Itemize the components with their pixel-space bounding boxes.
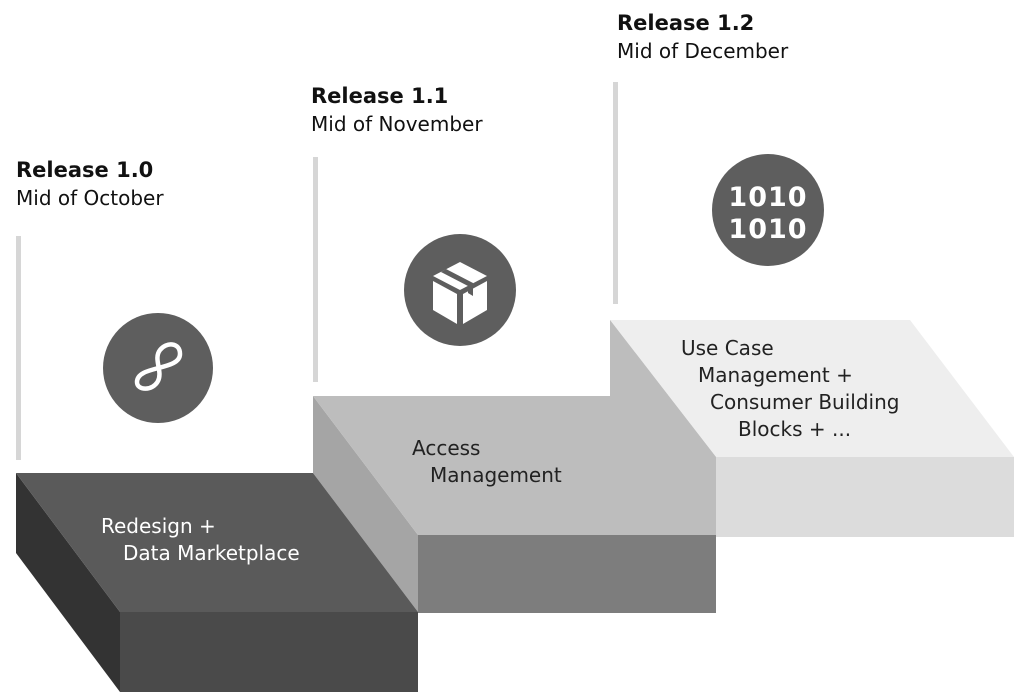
release-1-2-label-line-3: Consumer Building <box>710 390 899 414</box>
release-1-0-divider <box>16 236 21 460</box>
release-1-1-step-front <box>418 535 716 613</box>
release-1-2-date: Mid of December <box>617 39 789 63</box>
release-1-2-step-front <box>716 457 1014 537</box>
release-1-1-step-side <box>313 396 418 612</box>
release-1-2-title: Release 1.2 <box>617 11 754 35</box>
release-1-2-label-line-1: Use Case <box>681 336 774 360</box>
release-1-0-step-front <box>120 612 418 692</box>
release-1-2-label-line-2: Management + <box>698 363 853 387</box>
release-1-1-label-line-2: Management <box>430 463 562 487</box>
release-1-0-step-top <box>16 473 418 612</box>
release-1-2-divider <box>613 82 618 304</box>
binary-data-icon: 1010 1010 <box>712 154 824 266</box>
release-1-0-label-line-1: Redesign + <box>101 514 216 538</box>
release-1-0-label-line-2: Data Marketplace <box>123 541 300 565</box>
infinity-icon <box>103 313 213 423</box>
binary-icon-line-1: 1010 <box>728 182 807 213</box>
release-1-0-step <box>16 473 418 692</box>
release-1-0-date: Mid of October <box>16 186 164 210</box>
binary-icon-line-2: 1010 <box>728 214 807 245</box>
package-box-icon <box>404 234 516 346</box>
release-1-1-step <box>313 320 716 613</box>
release-1-2-step-top <box>610 320 1014 457</box>
release-1-0-step-side <box>16 473 120 692</box>
release-1-1-date: Mid of November <box>311 112 483 136</box>
release-1-1-title: Release 1.1 <box>311 84 448 108</box>
release-1-2-label-line-4: Blocks + ... <box>738 417 851 441</box>
release-1-1-label-line-1: Access <box>412 436 480 460</box>
release-1-1-step-top <box>313 320 716 535</box>
release-1-0-title: Release 1.0 <box>16 158 153 182</box>
release-1-1-divider <box>313 157 318 382</box>
